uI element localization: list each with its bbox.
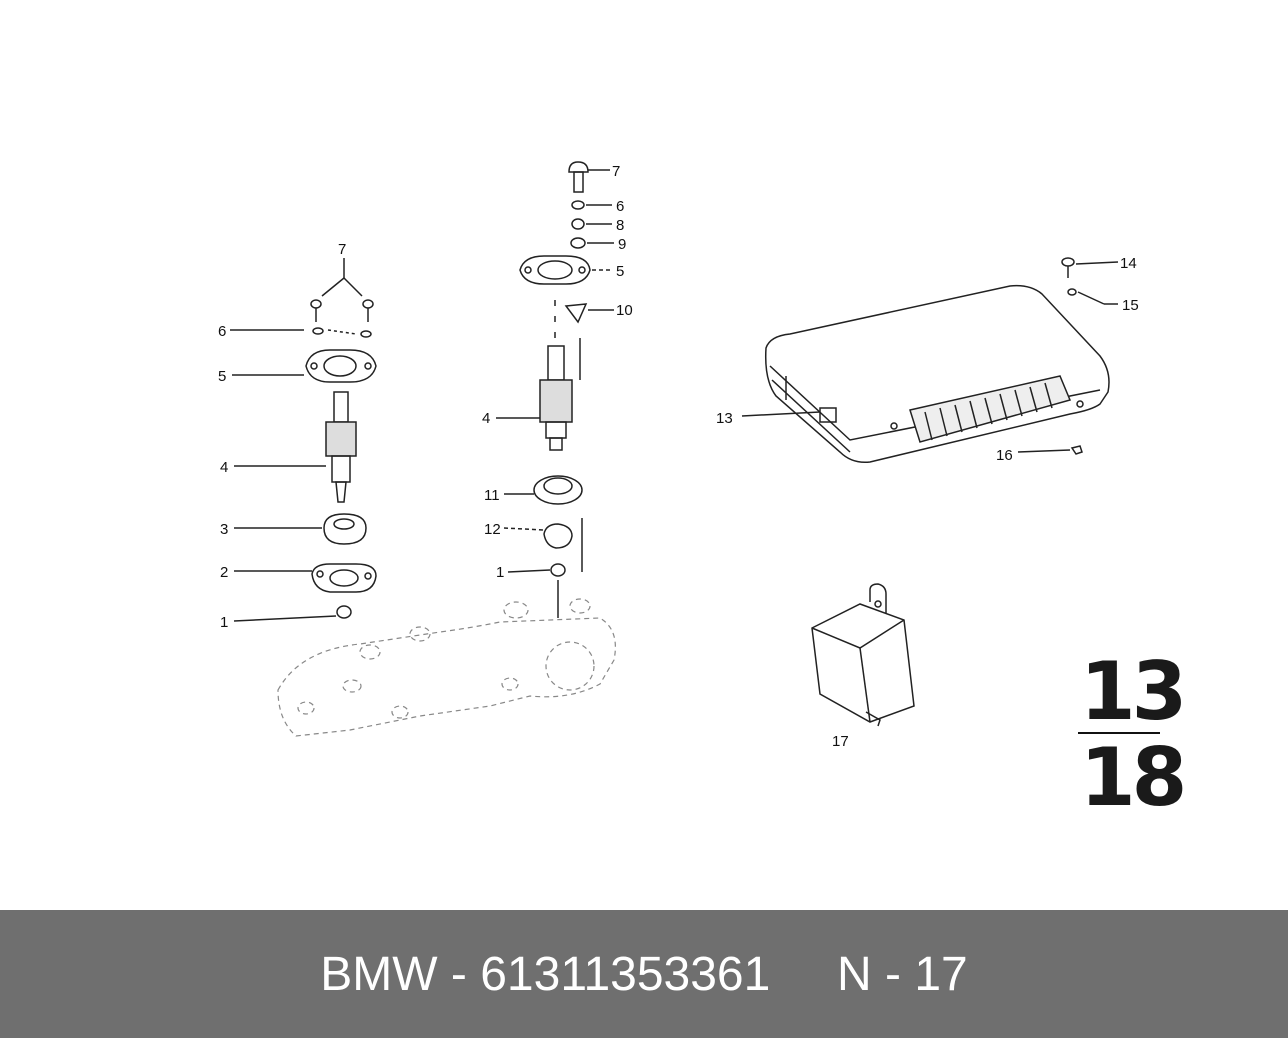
footer-gap (770, 947, 837, 1002)
flange-left (305, 349, 377, 383)
bolt-left-a (310, 299, 322, 322)
callout-left-1: 1 (220, 614, 228, 631)
sensor-left (325, 391, 357, 503)
center-assembly (496, 161, 614, 618)
callout-center-11: 11 (484, 487, 500, 504)
callout-center-7: 7 (612, 163, 620, 180)
nut-center (570, 237, 586, 249)
washer-left-b (360, 330, 372, 338)
lock-washer-center (571, 218, 585, 230)
callout-17: 17 (832, 733, 849, 750)
retainer-ring-center (543, 523, 573, 549)
seal-ring-left (336, 605, 352, 619)
mount-plate-left (311, 563, 377, 593)
callout-left-7: 7 (338, 241, 346, 258)
callout-center-8: 8 (616, 217, 624, 234)
footer-brand: BMW (320, 947, 438, 1001)
sheet-number-bottom: 18 (1080, 731, 1187, 824)
footer-separator: - (437, 947, 481, 1001)
grommet-left (323, 513, 367, 545)
callout-left-4: 4 (220, 459, 228, 476)
engine-housing (277, 598, 616, 737)
callout-center-9: 9 (618, 236, 626, 253)
screw-14 (1061, 257, 1075, 278)
cooling-fins (909, 375, 1072, 443)
callout-center-10: 10 (616, 302, 633, 319)
callout-16: 16 (996, 447, 1013, 464)
sheet-number-divider (1078, 732, 1160, 734)
parts-diagram: 7 6 5 4 3 2 1 7 6 8 9 5 10 4 11 12 1 14 … (218, 161, 1139, 750)
footer-part-number: 61311353361 (480, 947, 771, 1001)
bolt-center (568, 161, 589, 193)
control-unit (741, 257, 1119, 464)
sensor-center (539, 345, 573, 451)
clip-16 (1070, 445, 1083, 455)
relay-box (811, 583, 915, 727)
callout-15: 15 (1122, 297, 1139, 314)
callout-center-6: 6 (616, 198, 624, 215)
flange-center (519, 255, 591, 285)
left-assembly (230, 258, 377, 622)
callout-left-2: 2 (220, 564, 228, 581)
footer-position-label: N - 17 (837, 947, 968, 1001)
callout-center-12: 12 (484, 521, 501, 538)
callout-left-5: 5 (218, 368, 226, 385)
washer-left-a (312, 327, 324, 335)
callout-left-3: 3 (220, 521, 228, 538)
callout-center-1: 1 (496, 564, 504, 581)
callout-left-6: 6 (218, 323, 226, 340)
callout-center-4: 4 (482, 410, 490, 427)
clip-center (564, 303, 588, 324)
footer-bar: BMW - 61311353361 N - 17 (0, 910, 1288, 1038)
bolt-left-b (362, 299, 374, 322)
callout-13: 13 (716, 410, 733, 427)
callout-center-5: 5 (616, 263, 624, 280)
washer-15 (1067, 288, 1077, 296)
sheet-number-top: 13 (1080, 645, 1187, 738)
callout-labels: 7 6 5 4 3 2 1 7 6 8 9 5 10 4 11 12 1 14 … (218, 163, 1139, 750)
callout-14: 14 (1120, 255, 1137, 272)
seal-ring-center (550, 563, 566, 577)
washer-center (571, 200, 585, 210)
grommet-center (533, 475, 583, 505)
